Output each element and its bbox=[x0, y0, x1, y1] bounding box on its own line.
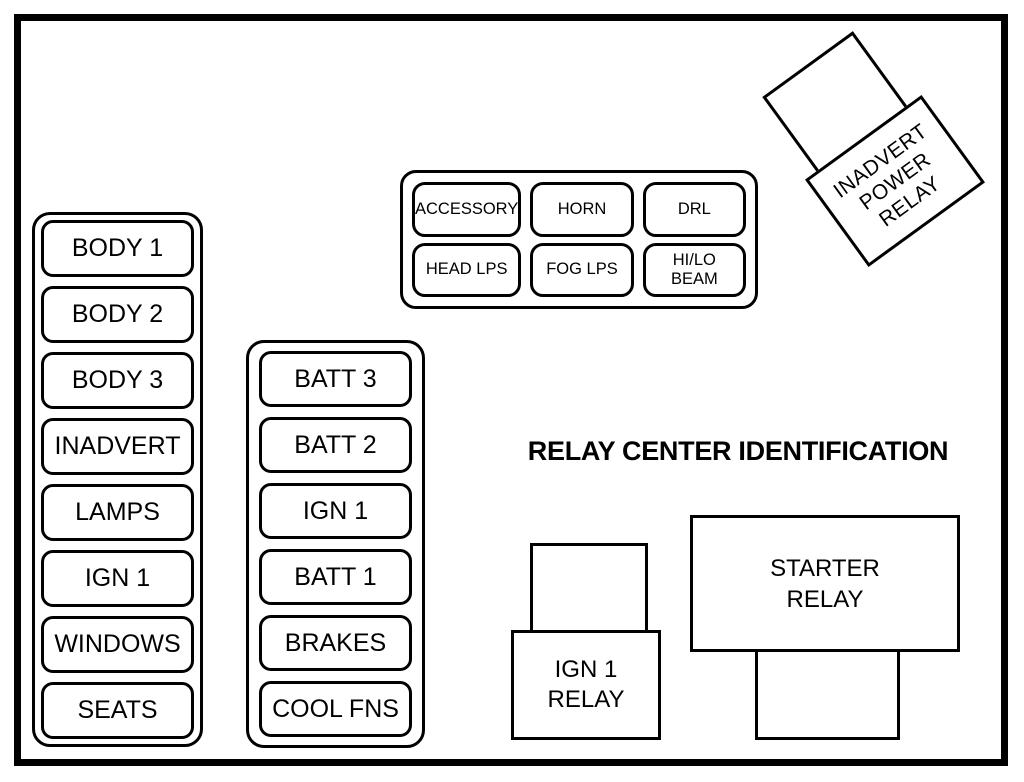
relay-hilo-beam: HI/LO BEAM bbox=[642, 242, 746, 297]
fuse-inadvert: INADVERT bbox=[41, 418, 194, 475]
fuse-seats: SEATS bbox=[41, 682, 194, 739]
relay-mini-grid: ACCESSORY HORN DRL HEAD LPS FOG LPS HI/L… bbox=[400, 170, 758, 309]
fuse-brakes: BRAKES bbox=[259, 615, 412, 671]
fuse-batt-2: BATT 2 bbox=[259, 417, 412, 473]
relay-drl: DRL bbox=[642, 182, 746, 237]
relay-fog-lps: FOG LPS bbox=[530, 242, 634, 297]
fuse-ign-1: IGN 1 bbox=[41, 550, 194, 607]
fuse-batt-1: BATT 1 bbox=[259, 549, 412, 605]
diagram-title: RELAY CENTER IDENTIFICATION bbox=[527, 436, 949, 466]
fuse-body-2: BODY 2 bbox=[41, 286, 194, 343]
relay-accessory: ACCESSORY bbox=[412, 182, 522, 237]
starter-relay-connector bbox=[755, 649, 900, 740]
starter-relay: STARTER RELAY bbox=[690, 515, 960, 652]
relay-horn: HORN bbox=[530, 182, 634, 237]
fuse-ign-1-b: IGN 1 bbox=[259, 483, 412, 539]
diagram-border bbox=[14, 14, 1008, 766]
fuse-batt-3: BATT 3 bbox=[259, 351, 412, 407]
fuse-lamps: LAMPS bbox=[41, 484, 194, 541]
fuse-body-3: BODY 3 bbox=[41, 352, 194, 409]
fuse-body-1: BODY 1 bbox=[41, 220, 194, 277]
relay-head-lps: HEAD LPS bbox=[412, 242, 522, 297]
fuse-column-center: BATT 3 BATT 2 IGN 1 BATT 1 BRAKES COOL F… bbox=[246, 340, 425, 748]
ign1-relay: IGN 1 RELAY bbox=[511, 630, 661, 740]
ign1-relay-connector bbox=[530, 543, 648, 633]
fuse-column-left: BODY 1 BODY 2 BODY 3 INADVERT LAMPS IGN … bbox=[32, 212, 203, 747]
fuse-windows: WINDOWS bbox=[41, 616, 194, 673]
fuse-cool-fns: COOL FNS bbox=[259, 681, 412, 737]
